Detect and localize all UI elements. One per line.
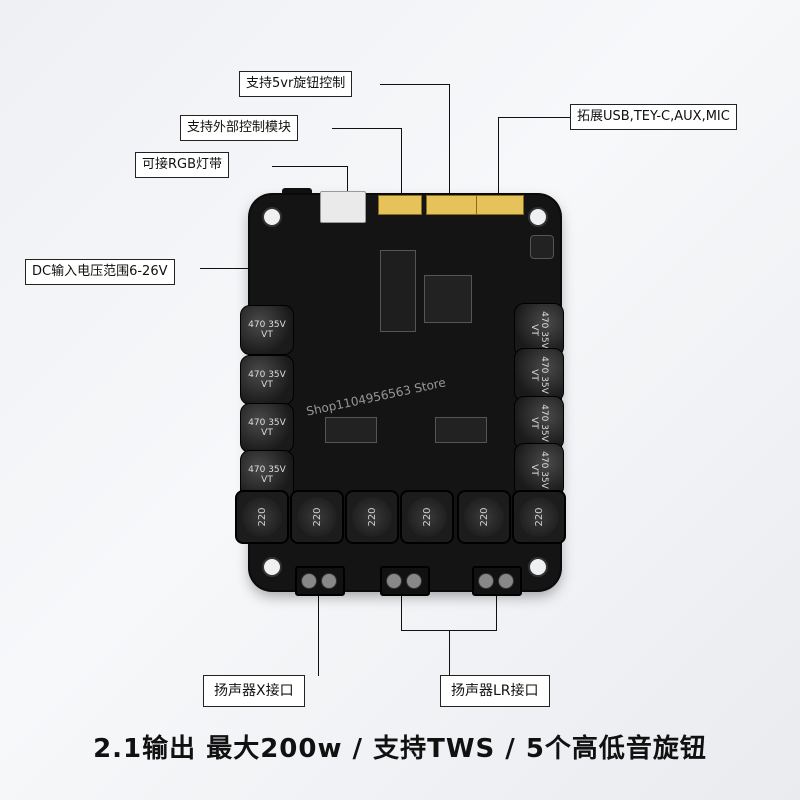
rgb-strip-callout: 可接RGB灯带 [135,152,230,178]
capacitor: 470 35V VT [240,355,294,405]
inductor: 220 [345,490,399,544]
mount-hole-bl [262,557,282,577]
board-watermark: Shop1104956563 Store [305,375,447,419]
mount-hole-tr [528,207,548,227]
wire-exp-v [498,117,499,197]
capacitor: 470 35V VT [514,348,564,402]
inductor: 220 [235,490,289,544]
wire-vr-v [449,84,450,196]
inductor-label: 220 [352,497,392,537]
module-chip [380,250,416,332]
wire-spklr-l [401,592,402,631]
wire-dc-h [200,268,295,269]
wire-spklr-c [449,630,450,676]
capacitor: 470 35V VT [240,305,294,355]
speaker-r-terminal [472,566,522,596]
inductor: 220 [512,490,566,544]
amp-chip-left [325,417,377,443]
speaker-l-terminal [380,566,430,596]
inductor-label: 220 [519,497,559,537]
wire-ext-v [401,128,402,196]
expand-callout: 拓展USB,TEY-C,AUX,MIC [570,104,737,130]
inductor: 220 [400,490,454,544]
wire-ext-h [332,128,402,129]
feature-caption: 2.1输出 最大200w / 支持TWS / 5个高低音旋钮 [93,734,707,764]
vr-knob-callout: 支持5vr旋钮控制 [239,71,353,97]
speaker-x-callout: 扬声器X接口 [203,675,305,707]
expand-connector [476,195,524,215]
speaker-lr-callout: 扬声器LR接口 [440,675,550,707]
external-module-callout: 支持外部控制模块 [180,115,299,141]
capacitor: 470 35V VT [514,443,564,497]
inductor: 220 [457,490,511,544]
amp-chip-right [435,417,487,443]
amplifier-board: Shop1104956563 Store [250,191,560,590]
capacitor: 470 35V VT [514,396,564,450]
wire-spklr-r [496,592,497,631]
mount-hole-br [528,557,548,577]
dc-input-callout: DC输入电压范围6-26V [25,259,175,285]
inductor-label: 220 [242,497,282,537]
mount-hole-tl [262,207,282,227]
inductor-label: 220 [407,497,447,537]
wire-rgb-v [347,166,348,192]
speaker-x-terminal [295,566,345,596]
wire-rgb-h [272,166,348,167]
wire-exp-h [498,117,570,118]
wire-vr-h [380,84,450,85]
capacitor: 470 35V VT [240,403,294,453]
main-chip [424,275,472,323]
control-panel-connector [378,195,422,215]
inductor-label: 220 [297,497,337,537]
wire-spkx-v [318,590,319,676]
vr-connector [426,195,478,215]
inductor: 220 [290,490,344,544]
rgb-connector [320,191,366,223]
inductor-label: 220 [464,497,504,537]
inductor-small [530,235,554,259]
